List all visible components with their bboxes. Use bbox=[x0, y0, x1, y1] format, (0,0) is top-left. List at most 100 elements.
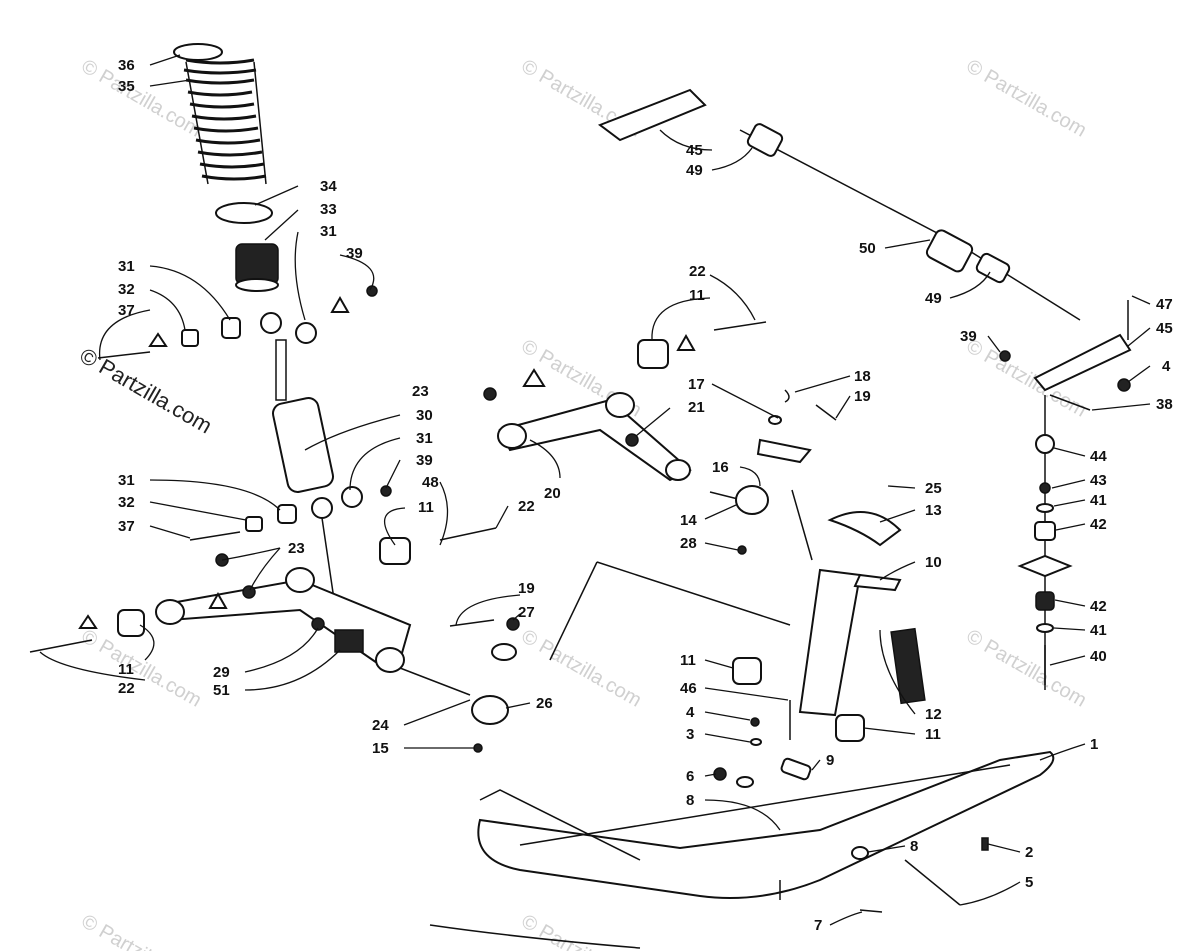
callout-label: 22 bbox=[118, 680, 135, 697]
callout-label: 50 bbox=[859, 240, 876, 257]
grommet bbox=[1034, 521, 1056, 541]
callout-label: 11 bbox=[418, 499, 434, 516]
nut bbox=[506, 617, 520, 631]
callout-label: 37 bbox=[118, 302, 135, 319]
watermark-main: © Partzilla.com bbox=[76, 343, 217, 439]
washer bbox=[330, 295, 350, 313]
ski-loop bbox=[479, 789, 641, 861]
wear-bar bbox=[890, 627, 926, 705]
callout-label: 40 bbox=[1090, 648, 1107, 665]
callout-label: 33 bbox=[320, 201, 337, 218]
ball-joint bbox=[471, 695, 509, 725]
callout-label: 2 bbox=[1025, 844, 1033, 861]
callout-label: 13 bbox=[925, 502, 942, 519]
runner-stud bbox=[859, 909, 883, 913]
pin bbox=[815, 404, 837, 421]
bushing bbox=[277, 504, 297, 524]
steering-arm-lower bbox=[1033, 333, 1132, 392]
steering-arm bbox=[756, 438, 812, 464]
ski-runner bbox=[429, 924, 641, 949]
callout-label: 31 bbox=[118, 258, 135, 275]
nut bbox=[380, 485, 392, 497]
shock-mount-bracket bbox=[334, 629, 364, 653]
shock-absorber-assembly bbox=[97, 43, 392, 641]
callout-label: 8 bbox=[910, 838, 918, 855]
shock-rod bbox=[275, 339, 287, 401]
ski bbox=[477, 750, 1055, 899]
callout-label: 31 bbox=[416, 430, 433, 447]
callout-label: 32 bbox=[118, 281, 135, 298]
callout-label: 15 bbox=[372, 740, 389, 757]
bushing bbox=[295, 322, 317, 344]
adjuster-sleeve bbox=[925, 229, 974, 273]
callout-label: 44 bbox=[1090, 448, 1107, 465]
nut bbox=[1039, 482, 1051, 494]
spring-seat bbox=[215, 202, 273, 224]
callout-label: 23 bbox=[288, 540, 305, 557]
callout-label: 41 bbox=[1090, 622, 1107, 639]
arm-pivot bbox=[155, 599, 185, 625]
callout-label: 14 bbox=[680, 512, 697, 529]
arm-pivot bbox=[285, 567, 315, 593]
callout-label: 41 bbox=[1090, 492, 1107, 509]
watermark: © Partzilla.com bbox=[518, 910, 646, 951]
pin bbox=[449, 619, 495, 627]
washer bbox=[768, 415, 782, 425]
arm-pivot bbox=[605, 392, 635, 418]
bushing bbox=[835, 714, 865, 742]
nut bbox=[1117, 378, 1131, 392]
callout-label: 27 bbox=[518, 604, 535, 621]
callout-label: 45 bbox=[686, 142, 703, 159]
tie-rod-end-upper bbox=[746, 123, 784, 157]
lower-a-arm bbox=[158, 578, 412, 667]
callout-label: 46 bbox=[680, 680, 697, 697]
callout-label: 51 bbox=[213, 682, 230, 699]
callout-label: 42 bbox=[1090, 598, 1107, 615]
callout-label: 39 bbox=[416, 452, 433, 469]
callout-label: 34 bbox=[320, 178, 337, 195]
callout-label: 36 bbox=[118, 57, 135, 74]
callout-label: 4 bbox=[1162, 358, 1171, 375]
callout-label: 11 bbox=[925, 726, 941, 743]
callout-label: 28 bbox=[680, 535, 697, 552]
callout-label: 31 bbox=[118, 472, 135, 489]
ball-stud bbox=[1035, 434, 1055, 454]
jam-nut bbox=[975, 252, 1011, 284]
callout-label: 37 bbox=[118, 518, 135, 535]
arm-pivot bbox=[665, 459, 691, 481]
callout-label: 21 bbox=[688, 399, 705, 416]
callout-label: 35 bbox=[118, 78, 135, 95]
callout-label: 1 bbox=[1090, 736, 1098, 753]
tie-rod-assembly bbox=[597, 88, 1132, 411]
bushing bbox=[379, 537, 411, 565]
callout-label: 24 bbox=[372, 717, 389, 734]
grommet bbox=[1035, 591, 1055, 611]
cotter-pin bbox=[737, 545, 747, 555]
spring-cap bbox=[173, 43, 223, 61]
callout-label: 4 bbox=[686, 704, 695, 721]
callout-label: 12 bbox=[925, 706, 942, 723]
ski-ridge bbox=[519, 764, 1011, 846]
nut bbox=[311, 617, 325, 631]
steering-arm-upper bbox=[597, 88, 707, 142]
callout-label: 19 bbox=[518, 580, 535, 597]
callout-label: 3 bbox=[686, 726, 694, 743]
shock-body bbox=[272, 397, 334, 493]
leader-lines bbox=[39, 54, 1151, 926]
washer bbox=[736, 776, 754, 788]
callout-label: 42 bbox=[1090, 516, 1107, 533]
coil-spring bbox=[183, 58, 267, 185]
callout-label: 43 bbox=[1090, 472, 1107, 489]
nut bbox=[483, 387, 497, 401]
guide-arrow bbox=[549, 561, 598, 661]
washer bbox=[676, 333, 696, 351]
washer bbox=[1036, 623, 1054, 633]
washer bbox=[750, 738, 762, 746]
callout-label: 38 bbox=[1156, 396, 1173, 413]
bushing bbox=[221, 317, 241, 339]
nut bbox=[242, 585, 256, 599]
arm-pivot bbox=[497, 423, 527, 449]
bolt bbox=[189, 531, 241, 541]
spacer bbox=[245, 516, 263, 532]
